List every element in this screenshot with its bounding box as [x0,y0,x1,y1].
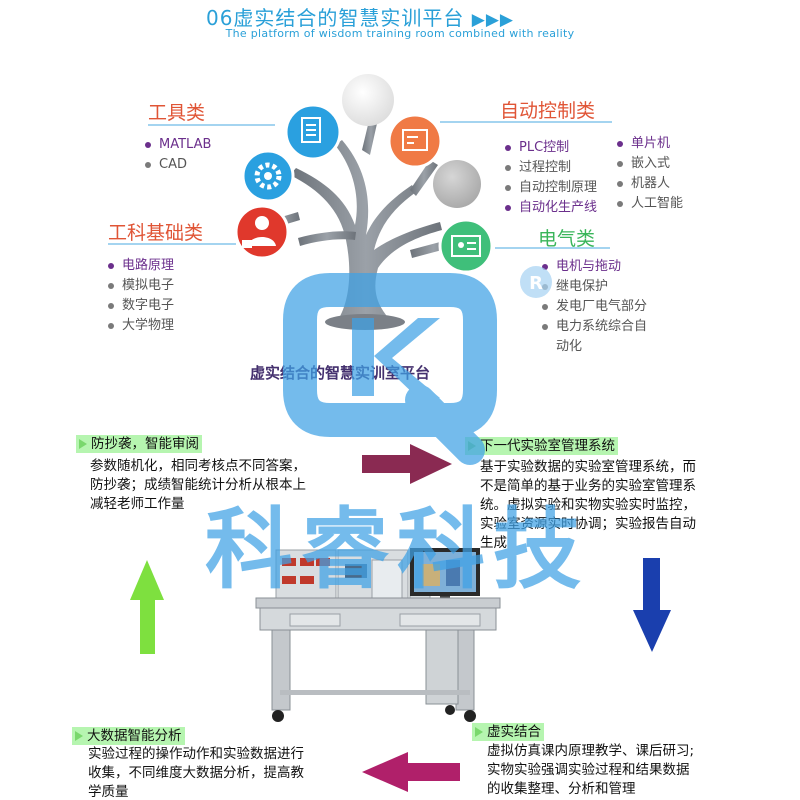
list-item: 数字电子 [106,296,174,316]
feature-big-data-title: 大数据智能分析 [72,727,185,745]
lab-workbench-image [255,548,501,722]
category-automation-col1: PLC控制 过程控制 自动控制原理 自动化生产线 [503,138,597,218]
category-electrical-title: 电气类 [538,228,596,250]
document-icon [284,103,342,161]
triangle-bullet-icon [475,727,483,737]
feature-virtual-real-body: 虚拟仿真课内原理教学、课后研习; 实物实验强调实验过程和结果数据 的收集整理、分… [487,743,695,797]
feature-big-data: 大数据智能分析 [72,727,185,745]
decor-circle [433,160,481,208]
worker-icon [234,204,290,260]
arrow-left-icon [362,752,460,792]
feature-lab-mgmt-body: 基于实验数据的实验室管理系统，而 不是简单的基于业务的实验室管理系 统。虚拟实验… [480,459,696,551]
category-engineering-title: 工科基础类 [108,222,204,244]
list-item: 嵌入式 [615,154,683,174]
feature-lab-mgmt-title: 下一代实验室管理系统 [465,437,618,455]
list-item: CAD [143,155,211,175]
triangle-bullet-icon [468,441,476,451]
feature-anti-copy: 防抄袭，智能审阅 [76,435,202,453]
arrow-right-icon [362,444,452,484]
list-item: 单片机 [615,134,683,154]
id-card-icon [438,218,494,274]
category-automation-col2: 单片机 嵌入式 机器人 人工智能 [615,134,683,214]
list-item: 电路原理 [106,256,174,276]
category-engineering-list: 电路原理 模拟电子 数字电子 大学物理 [106,256,174,336]
arrow-down-icon [633,558,671,652]
category-electrical-list: 电机与拖动 继电保护 发电厂电气部分 电力系统综合自 动化 [540,257,647,357]
list-item: PLC控制 [503,138,597,158]
feature-virtual-real: 虚实结合 [472,723,544,741]
certificate-icon [387,113,443,169]
feature-big-data-body: 实验过程的操作动作和实验数据进行 收集，不同维度大数据分析，提高教 学质量 [88,746,304,800]
category-tools-list: MATLAB CAD [143,135,211,175]
list-item: 电力系统综合自 [540,317,647,337]
list-item: 动化 [556,339,583,354]
list-item: 人工智能 [615,194,683,214]
title-arrows: ▶▶▶ [471,10,515,30]
feature-virtual-real-title: 虚实结合 [472,723,544,741]
list-item: 机器人 [615,174,683,194]
decor-circle [342,74,394,126]
arrow-up-icon [130,560,164,654]
triangle-bullet-icon [79,439,87,449]
list-item: 自动控制原理 [503,178,597,198]
feature-anti-copy-body: 参数随机化，相同考核点不同答案， 防抄袭；成绩智能统计分析从根本上 减轻老师工作… [90,458,306,512]
gear-icon [241,149,295,203]
page-subtitle: The platform of wisdom training room com… [225,27,575,40]
list-item: MATLAB [143,135,211,155]
list-item: 自动化生产线 [503,198,597,218]
list-item: 模拟电子 [106,276,174,296]
list-item: 发电厂电气部分 [540,297,647,317]
page-title: 06虚实结合的智慧实训平台 ▶▶▶ [205,6,515,30]
feature-lab-mgmt: 下一代实验室管理系统 [465,437,618,455]
list-item: 过程控制 [503,158,597,178]
triangle-bullet-icon [75,731,83,741]
list-item: 大学物理 [106,316,174,336]
category-automation-title: 自动控制类 [500,100,596,122]
category-tools-title: 工具类 [148,102,206,124]
feature-anti-copy-title: 防抄袭，智能审阅 [76,435,202,453]
